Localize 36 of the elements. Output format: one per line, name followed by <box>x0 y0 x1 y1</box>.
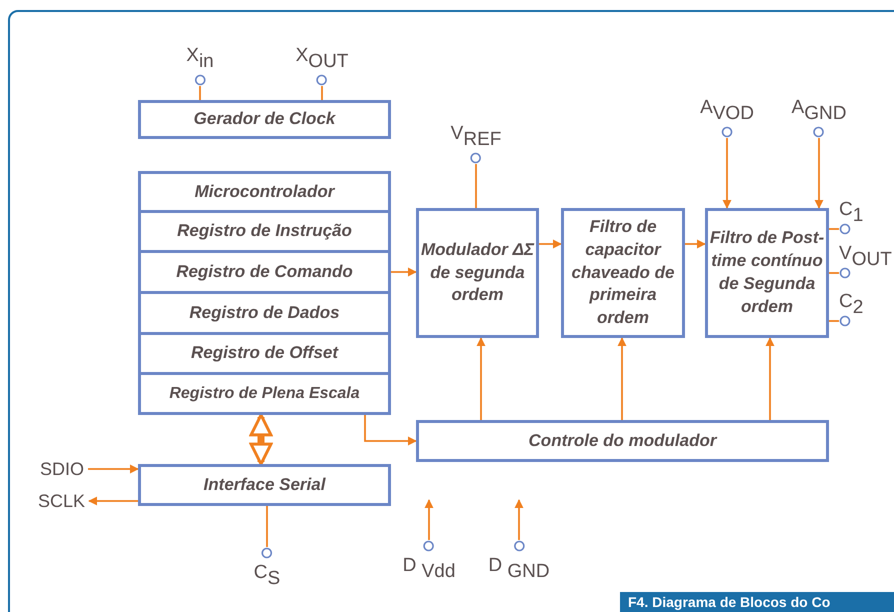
block-box: Registro de Instrução <box>138 210 391 253</box>
connector-line <box>829 320 839 322</box>
arrow <box>391 268 417 276</box>
arrow <box>364 415 417 446</box>
block-box: Registro de Dados <box>138 291 391 335</box>
block-box: Registro de Comando <box>138 250 391 294</box>
arrow <box>88 496 138 506</box>
connector-line <box>321 86 323 100</box>
arrow <box>814 138 824 209</box>
connector-line <box>475 164 477 208</box>
arrow <box>766 337 774 420</box>
connector-line <box>829 228 839 230</box>
block-box: Registro de Plena Escala <box>138 372 391 415</box>
connector-line <box>829 272 839 274</box>
block-box: Microcontrolador <box>138 171 391 213</box>
arrow <box>476 337 486 420</box>
figure-caption: F4. Diagrama de Blocos do Co <box>620 592 894 612</box>
arrow <box>722 138 732 209</box>
block-box: Interface Serial <box>138 464 391 506</box>
signal-label: SCLK <box>38 492 86 510</box>
block-box: Modulador ΔΣ de segunda ordem <box>416 208 539 338</box>
connector-line <box>266 506 268 547</box>
signal-label: SDIO <box>40 460 84 478</box>
block-box: Registro de Offset <box>138 332 391 375</box>
arrow <box>88 464 139 474</box>
block-box: Filtro de Post-time contínuo de Segunda ordem <box>705 208 829 338</box>
double-arrow <box>250 414 272 466</box>
block-box: Filtro de capacitor chaveado de primeira ordem <box>561 208 685 338</box>
connector-line <box>199 86 201 100</box>
arrow <box>685 240 706 248</box>
arrow <box>514 499 524 540</box>
block-box: Gerador de Clock <box>138 100 391 139</box>
arrow <box>424 499 434 540</box>
arrow <box>618 337 626 420</box>
arrow <box>539 240 562 248</box>
block-box: Controle do modulador <box>416 420 829 462</box>
